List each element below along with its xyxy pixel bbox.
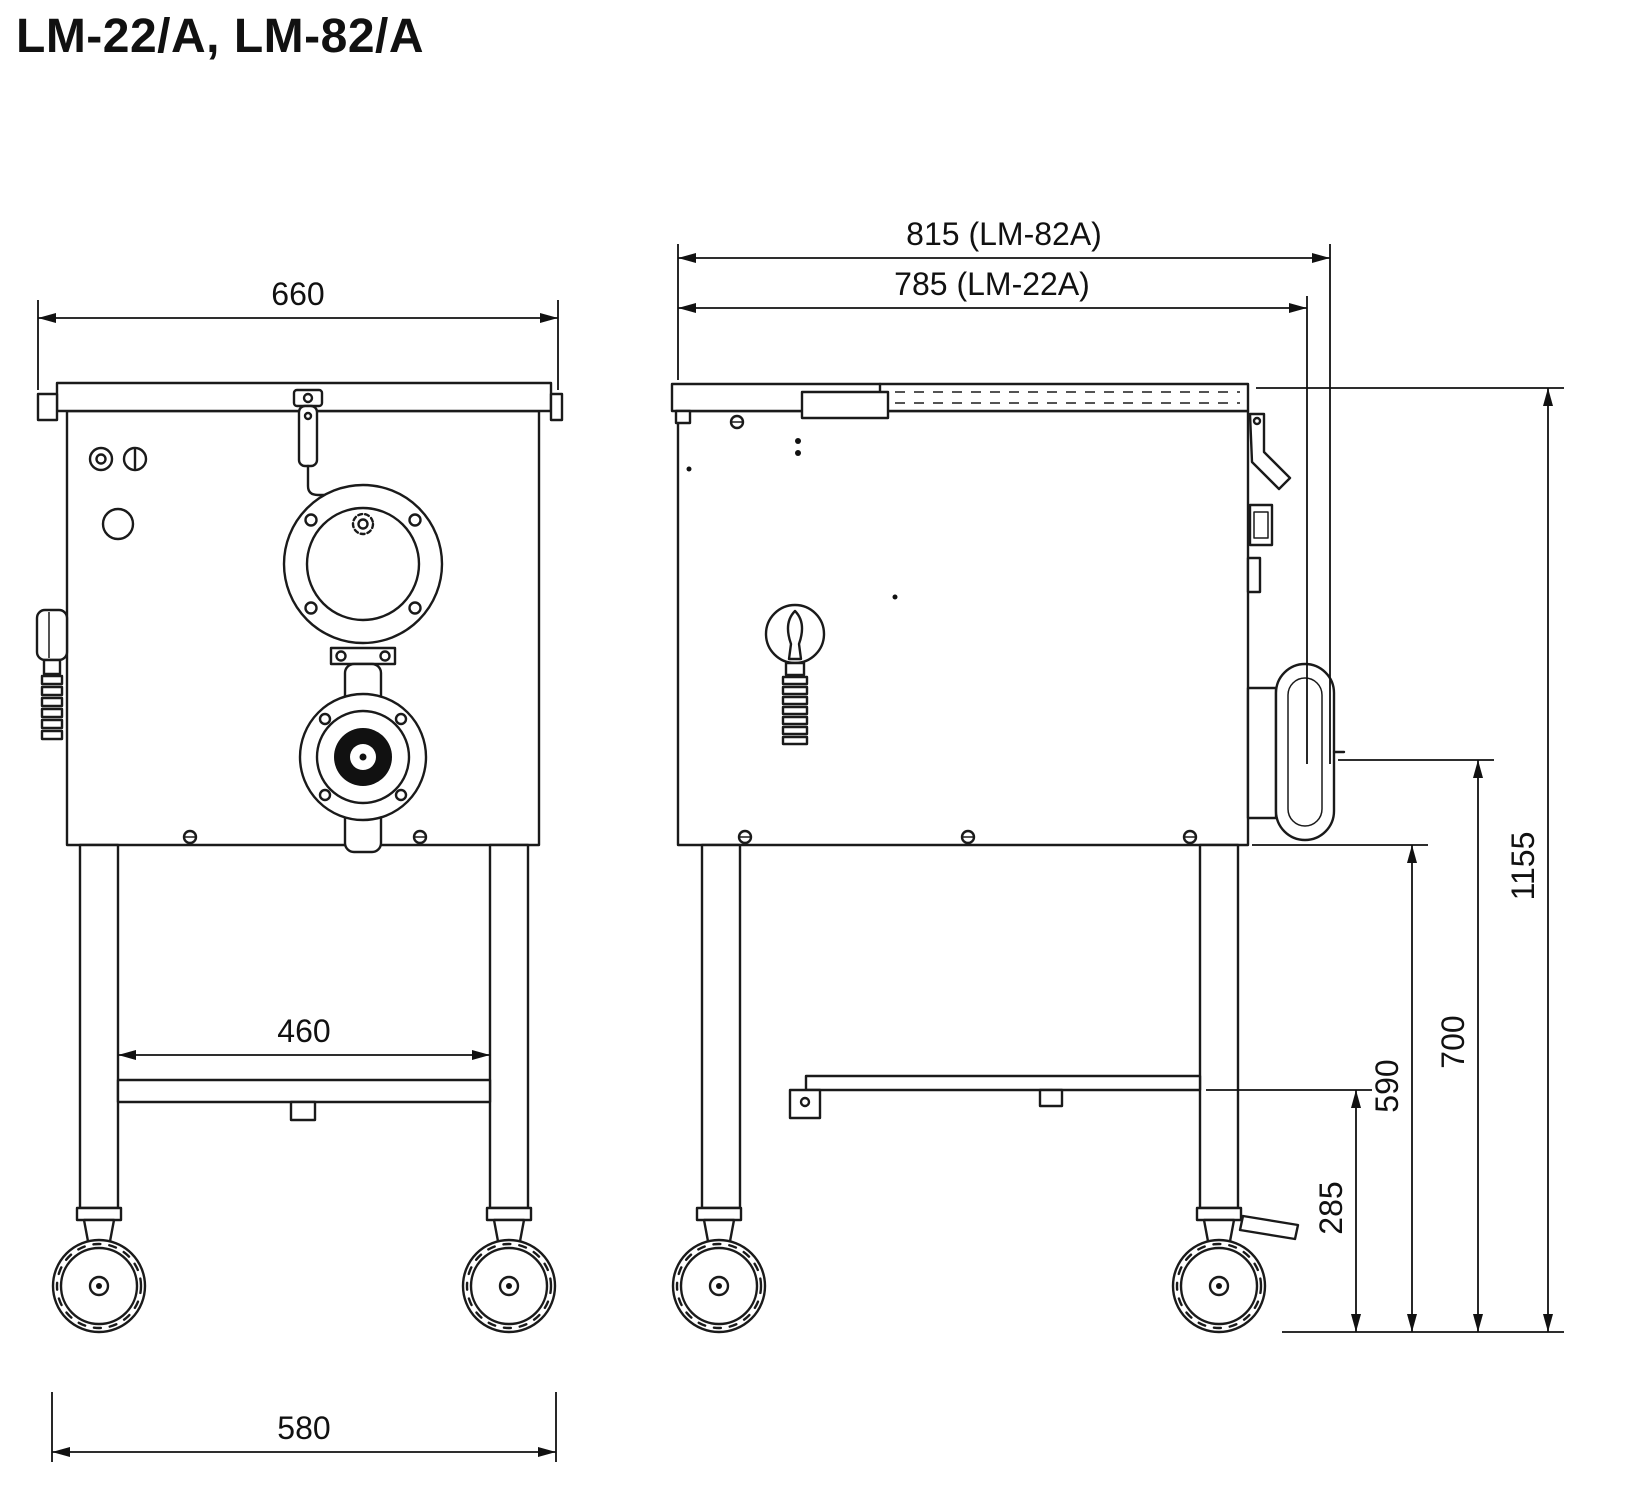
dim-crossbar-height-label: 285 bbox=[1313, 1181, 1349, 1234]
dim-outlet-height: 700 bbox=[1338, 759, 1494, 1332]
caster-front-left bbox=[51, 1206, 147, 1334]
front-legs bbox=[78, 843, 530, 1210]
front-body-panel bbox=[65, 409, 541, 847]
dim-front-leg-span-label: 460 bbox=[277, 1013, 330, 1049]
dim-front-top-width-label: 660 bbox=[271, 276, 324, 312]
mincer-outlet bbox=[298, 646, 428, 854]
dimensions: 660 460 580 815 (LM-82A) 785 (LM-22A) bbox=[37, 216, 1564, 1462]
caster-side-right bbox=[1171, 1206, 1300, 1334]
auger-flange bbox=[282, 483, 444, 645]
dim-front-top-width: 660 bbox=[37, 276, 559, 390]
dim-total-height-label: 1155 bbox=[1505, 832, 1541, 901]
dim-total-height: 1155 bbox=[1256, 387, 1564, 1333]
side-body-panel bbox=[676, 409, 1250, 847]
dim-front-base-width-label: 580 bbox=[277, 1410, 330, 1446]
panel-screws-front bbox=[182, 829, 428, 845]
drain-valve bbox=[35, 608, 69, 741]
front-lid-latch-icon bbox=[292, 388, 334, 497]
mincer-head-side bbox=[1246, 412, 1346, 842]
control-buttons bbox=[88, 446, 148, 541]
dim-front-leg-span: 460 bbox=[118, 1013, 490, 1060]
front-view bbox=[35, 381, 564, 1334]
dim-outlet-height-label: 700 bbox=[1435, 1015, 1471, 1068]
dim-side-width-lm82a: 815 (LM-82A) bbox=[677, 216, 1331, 764]
caster-side-left bbox=[671, 1206, 767, 1334]
dim-crossbar-height: 285 bbox=[1206, 1089, 1372, 1332]
dim-underbody-height: 590 bbox=[1252, 844, 1428, 1332]
side-lid bbox=[670, 382, 1250, 425]
caster-front-right bbox=[461, 1206, 557, 1334]
sprocket-icon bbox=[351, 512, 375, 536]
dim-side-width-lm22a-label: 785 (LM-22A) bbox=[894, 266, 1090, 302]
dim-side-width-lm82a-label: 815 (LM-82A) bbox=[906, 216, 1102, 252]
side-valve bbox=[764, 603, 826, 746]
dim-underbody-height-label: 590 bbox=[1369, 1059, 1405, 1112]
side-legs bbox=[700, 843, 1240, 1210]
dim-side-width-lm22a: 785 (LM-22A) bbox=[678, 266, 1308, 764]
brake-lever-icon bbox=[1238, 1214, 1300, 1241]
side-view bbox=[670, 382, 1346, 1334]
side-screws bbox=[686, 414, 1198, 845]
dim-front-base-width: 580 bbox=[51, 1392, 557, 1462]
page-title: LM-22/A, LM-82/A bbox=[16, 10, 424, 63]
